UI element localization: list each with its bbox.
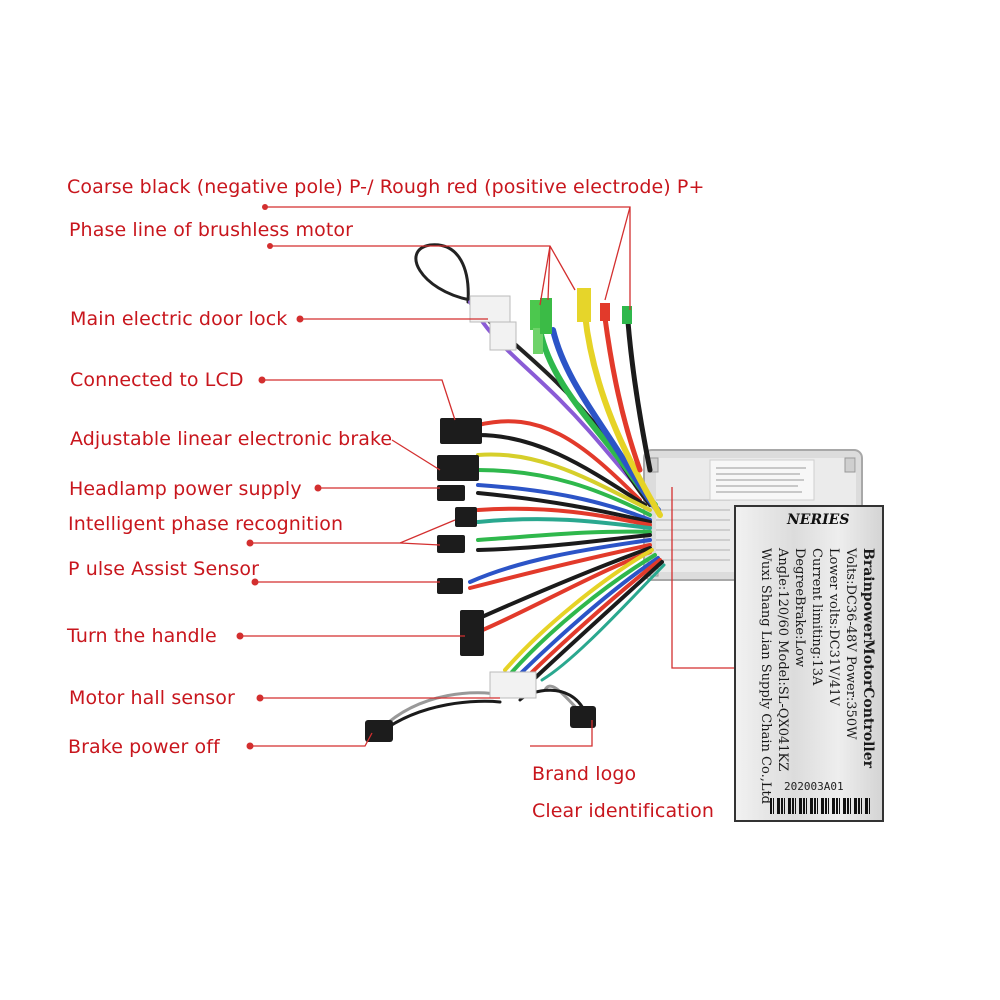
label-power-leads: Coarse black (negative pole) P-/ Rough r… [67,176,705,198]
headlamp-connector [437,485,465,501]
label-pulse-sensor: P ulse Assist Sensor [68,558,260,580]
brand-logo: NERIES [787,512,850,528]
nameplate-line1: Volts:DC36-48V Power:350W [843,548,858,740]
wire-harness [374,243,666,738]
nameplate-line5: Angle:120/60 Model:SL-QX041KZ [775,548,790,772]
nameplate-line6: Wuxi Shang Lian Supply Chain Co.,Ltd [758,548,773,805]
label-linear-brake: Adjustable linear electronic brake [70,428,393,450]
label-door-lock: Main electric door lock [70,308,288,330]
nameplate-line2: Lower volts:DC31V/41V [826,548,841,706]
pulse-sensor-connector [437,578,463,594]
brake-left-connector [365,720,393,742]
brake-right-connector [570,706,596,728]
positive-terminal [600,303,610,321]
lcd-connector [440,418,482,444]
nameplate-line4: DegreeBrake:Low [792,548,807,668]
phase-terminal-yellow [577,288,591,322]
nameplate-line3: Current limiting:13A [809,548,824,686]
handle-connector [460,610,484,656]
phase-recognition-connector-1 [455,507,477,527]
phase-recognition-connector-2 [437,535,465,553]
label-lcd: Connected to LCD [70,369,244,391]
phase-terminal-green-3 [540,298,552,334]
label-clear-id: Clear identification [532,800,714,822]
door-lock-loop [414,243,472,304]
label-hall-sensor: Motor hall sensor [69,687,235,709]
label-brake-power: Brake power off [68,736,220,758]
leader-dots [236,204,322,750]
label-phase-recognition: Intelligent phase recognition [68,513,344,535]
phase-terminal-green-2 [533,328,543,354]
door-lock-connector [469,295,511,323]
nameplate-title: BrainpowerMotorController [860,548,876,769]
barcode [770,798,870,814]
nameplate-zoom [734,505,884,822]
label-phase-line: Phase line of brushless motor [69,219,354,241]
label-brand-logo: Brand logo [532,763,637,785]
connectors [365,288,632,742]
hall-sensor-connector [489,671,537,699]
negative-terminal [622,306,632,324]
nameplate-batch: 202003A01 [784,780,844,793]
label-headlamp: Headlamp power supply [69,478,302,500]
leader-lines [240,206,734,747]
brake-connector [437,455,479,481]
label-handle: Turn the handle [67,625,217,647]
